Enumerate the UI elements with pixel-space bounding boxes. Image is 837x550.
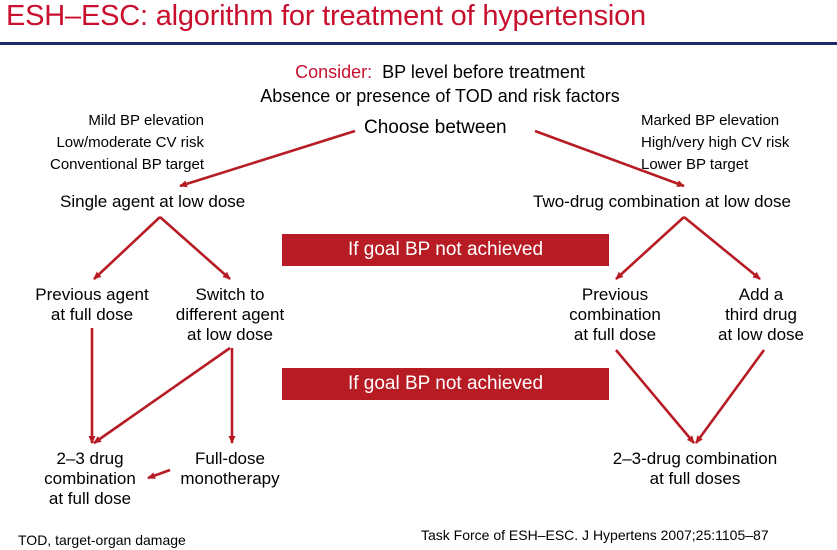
combination-23-right-node: 2–3-drug combination at full doses — [590, 449, 800, 489]
combination-23-line1: 2–3 drug — [56, 449, 124, 468]
previous-agent-node: Previous agent at full dose — [16, 285, 168, 325]
full-mono-line1: Full-dose — [195, 449, 265, 468]
previous-agent-line1: Previous agent — [35, 285, 149, 304]
consider-block: Consider: BP level before treatment Abse… — [170, 60, 710, 108]
right-criteria-2: High/very high CV risk — [641, 134, 790, 151]
footnote: TOD, target-organ damage — [18, 532, 186, 548]
right-criteria-3: Lower BP target — [641, 156, 749, 173]
arrow-twodrug-to-previous — [615, 216, 685, 280]
arrow-add-to-final — [694, 349, 766, 444]
right-criteria-1: Marked BP elevation — [641, 112, 780, 129]
choose-between: Choose between — [364, 117, 507, 138]
consider-line2: Absence or presence of TOD and risk fact… — [260, 86, 620, 106]
left-criteria: Mild BP elevation Low/moderate CV risk C… — [0, 110, 204, 176]
previous-combination-line2: combination — [569, 305, 661, 324]
previous-combination-node: Previous combination at full dose — [550, 285, 680, 345]
combination-23-line2: combination — [44, 469, 136, 488]
title-underline — [0, 42, 837, 45]
previous-combination-line1: Previous — [581, 285, 649, 304]
combination-23-node: 2–3 drug combination at full dose — [30, 449, 150, 509]
consider-line1: BP level before treatment — [382, 62, 585, 82]
add-third-line1: Add a — [738, 285, 784, 304]
single-agent-node: Single agent at low dose — [60, 192, 246, 211]
goal-banner-2: If goal BP not achieved — [282, 368, 609, 400]
consider-label: Consider: — [295, 62, 373, 82]
combination-23-right-line1: 2–3-drug combination — [612, 449, 778, 468]
switch-agent-line3: at low dose — [187, 325, 273, 344]
add-third-line3: at low dose — [718, 325, 804, 344]
left-criteria-2: Low/moderate CV risk — [56, 134, 204, 151]
arrow-switch-to-combo — [93, 346, 231, 445]
arrow-prevcombo-to-final — [615, 349, 695, 444]
full-dose-monotherapy-node: Full-dose monotherapy — [170, 449, 290, 489]
previous-agent-line2: at full dose — [50, 305, 134, 324]
left-criteria-1: Mild BP elevation — [88, 112, 204, 129]
right-criteria: Marked BP elevation High/very high CV ri… — [641, 110, 789, 176]
arrow-twodrug-to-add — [683, 215, 761, 281]
arrow-choose-to-twodrug — [534, 129, 685, 188]
add-third-drug-node: Add a third drug at low dose — [700, 285, 822, 345]
previous-combination-line3: at full dose — [573, 325, 657, 344]
switch-agent-line1: Switch to — [195, 285, 265, 304]
citation: Task Force of ESH–ESC. J Hypertens 2007;… — [421, 527, 769, 543]
full-mono-line2: monotherapy — [180, 469, 280, 488]
goal-banner-1: If goal BP not achieved — [282, 234, 609, 266]
two-drug-node: Two-drug combination at low dose — [533, 192, 791, 211]
add-third-line2: third drug — [725, 305, 797, 324]
arrow-choose-to-single — [179, 129, 356, 188]
combination-23-line3: at full dose — [48, 489, 132, 508]
arrow-mono-to-combo — [147, 468, 171, 480]
slide-title: ESH–ESC: algorithm for treatment of hype… — [6, 0, 646, 32]
arrow-single-to-previous — [93, 216, 161, 280]
arrow-single-to-switch — [159, 216, 231, 280]
combination-23-right-line2: at full doses — [649, 469, 741, 488]
switch-agent-line2: different agent — [175, 305, 285, 324]
switch-agent-node: Switch to different agent at low dose — [160, 285, 300, 345]
left-criteria-3: Conventional BP target — [50, 156, 204, 173]
